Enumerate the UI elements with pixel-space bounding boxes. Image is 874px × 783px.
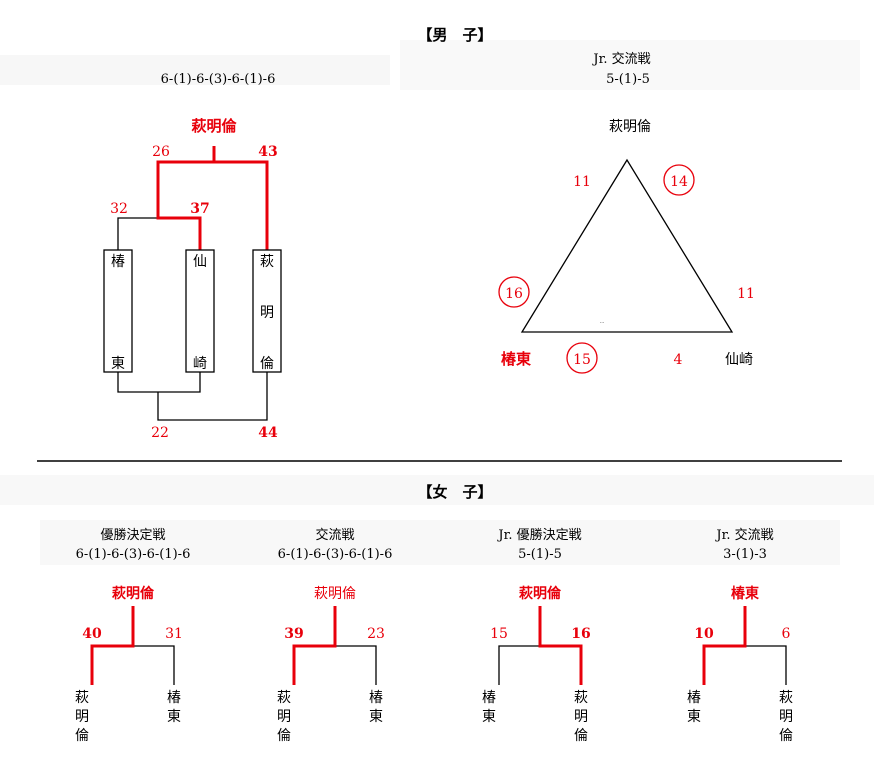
- men-winner: 萩明倫: [191, 117, 237, 135]
- triangle-score-top-left: 11: [573, 174, 591, 190]
- score-semi-left: 32: [110, 201, 128, 217]
- match-title: Jr. 交流戦: [714, 527, 773, 543]
- match-format: 6-(1)-6-(3)-6-(1)-6: [278, 547, 393, 562]
- men-main-format: 6-(1)-6-(3)-6-(1)-6: [161, 72, 276, 87]
- triangle-score-right-upper: 11: [737, 286, 755, 302]
- bracket-win-path: [292, 606, 337, 685]
- bracket-line-loser: [498, 645, 540, 685]
- score-left: 40: [82, 626, 102, 642]
- match-winner: 椿東: [731, 585, 759, 602]
- triangle-score-bottom-right: 4: [674, 352, 683, 368]
- team-left: 萩明倫: [75, 690, 89, 744]
- team-right: 萩明倫: [574, 690, 588, 744]
- match-title: Jr. 優勝決定戦: [496, 528, 581, 543]
- team-left: 椿東: [482, 690, 496, 725]
- score-bottom-left: 22: [151, 425, 169, 441]
- team-label: 椿東: [111, 254, 125, 372]
- men-header: 【男 子】: [417, 26, 492, 44]
- women-format-band: [40, 520, 840, 565]
- circle-win-mark: [566, 342, 598, 374]
- team-right: 萩明倫: [779, 690, 793, 744]
- women-band: [0, 475, 874, 505]
- women-match: Jr. 優勝決定戦 5-(1)-5 萩明倫 15 16 椿東 萩明倫: [482, 528, 591, 744]
- bracket-win-path: [538, 606, 583, 685]
- men-jr-title: Jr. 交流戦: [591, 51, 650, 67]
- team-label: 仙崎: [193, 254, 207, 372]
- match-winner: 萩明倫: [314, 586, 356, 602]
- score-right: 6: [782, 626, 791, 642]
- score-semi-right: 37: [190, 201, 209, 217]
- team-box-tsubaki: [103, 249, 133, 373]
- team-box-senzaki: [185, 249, 215, 373]
- match-format: 6-(1)-6-(3)-6-(1)-6: [76, 547, 191, 562]
- bracket-line-tsubaki: [117, 217, 158, 250]
- triangle-right-team: 仙崎: [725, 352, 753, 368]
- score-right: 31: [165, 626, 183, 642]
- bracket-line-bottom-pair: [117, 372, 201, 393]
- score-left: 39: [284, 626, 303, 642]
- match-title: 優勝決定戦: [100, 528, 165, 543]
- bracket-line-loser: [335, 645, 377, 685]
- triangle-score-bottom-left: 15: [573, 352, 591, 368]
- match-format: 5-(1)-5: [518, 547, 562, 562]
- score-right: 23: [367, 626, 385, 642]
- score-left: 15: [490, 626, 508, 642]
- bracket-line-bottom-final: [157, 372, 268, 421]
- triangle-top-team: 萩明倫: [609, 119, 651, 135]
- header-band-right: [400, 40, 860, 90]
- triangle-score-left-upper: 16: [505, 286, 523, 302]
- team-right: 椿東: [369, 690, 383, 725]
- circle-win-mark: [663, 164, 695, 196]
- score-right: 16: [571, 626, 590, 642]
- men-bracket: [117, 146, 269, 421]
- match-title: 交流戦: [315, 527, 354, 543]
- team-left: 椿東: [687, 690, 701, 725]
- bracket-win-path: [90, 606, 135, 685]
- score-bottom-right: 44: [258, 425, 278, 441]
- bracket-win-path-senzaki-side: [156, 146, 216, 250]
- bracket-win-path-hagi: [214, 160, 269, 250]
- team-label: 萩明倫: [260, 254, 274, 372]
- men-jr-format: 5-(1)-5: [606, 72, 650, 87]
- team-box-hagi: [252, 249, 282, 373]
- team-left: 萩明倫: [277, 690, 291, 744]
- triangle-score-top-right: 14: [670, 174, 688, 190]
- triangle-league: [520, 158, 734, 333]
- match-winner: 萩明倫: [518, 585, 562, 602]
- match-winner: 萩明倫: [111, 585, 155, 602]
- women-header: 【女 子】: [417, 483, 492, 501]
- score-left: 10: [694, 626, 714, 642]
- bracket-win-path: [702, 606, 747, 685]
- triangle-left-team: 椿東: [501, 350, 531, 368]
- team-right: 椿東: [167, 690, 181, 725]
- bracket-line-loser: [745, 645, 787, 685]
- score-final-right: 43: [258, 144, 277, 160]
- triangle-center-mark: ...: [600, 319, 605, 325]
- header-band-left: [0, 55, 390, 85]
- circle-win-mark: [498, 276, 530, 308]
- score-final-left: 26: [152, 144, 170, 160]
- bracket-line-loser: [133, 645, 175, 685]
- match-format: 3-(1)-3: [723, 547, 767, 562]
